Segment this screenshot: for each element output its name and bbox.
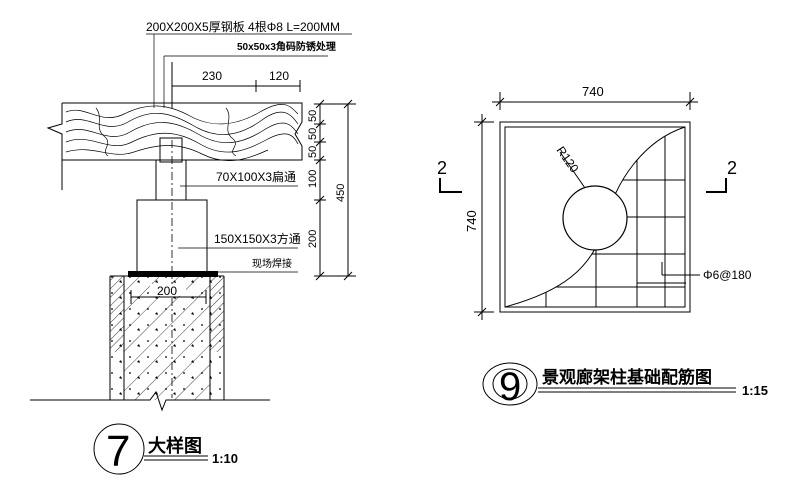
detail-7: 200X200X5厚钢板 4根Φ8 L=200MM 50x50x3角码防锈处理 … xyxy=(30,20,356,476)
dim-v-100: 100 xyxy=(307,170,319,188)
dim-tick-width-left xyxy=(495,97,505,107)
label-number-7: 7 xyxy=(106,427,130,476)
wood-grain xyxy=(65,104,299,161)
detail-circle-9-inner xyxy=(492,368,528,400)
dim-v-50-c: 50 xyxy=(307,146,319,158)
dim-footing-bg xyxy=(150,284,186,296)
dim-width: 740 xyxy=(582,84,604,99)
column-circle xyxy=(562,185,628,251)
rebar-label: Φ6@180 xyxy=(703,268,752,282)
break-line-ground xyxy=(130,390,180,412)
callout-tube-small: 70X100X3扁通 xyxy=(216,170,296,184)
section-marker-right xyxy=(706,178,727,193)
callout-weld: 现场焊接 xyxy=(252,257,292,270)
base-plate xyxy=(128,271,218,277)
footing-edge-left xyxy=(110,276,124,352)
tube-small xyxy=(155,159,187,201)
radius-leader xyxy=(559,151,586,189)
callout-plate: 200X200X5厚钢板 4根Φ8 L=200MM xyxy=(146,20,340,34)
timber-beam xyxy=(62,102,303,161)
footing-edge-right xyxy=(210,276,224,352)
label-title-9: 景观廊架柱基础配筋图 xyxy=(542,367,712,387)
steel-plate-block xyxy=(159,137,183,163)
section-label-left: 2 xyxy=(437,158,447,178)
label-scale-7: 1:10 xyxy=(212,451,238,466)
dim-v-50-b: 50 xyxy=(307,128,319,140)
dim-tick-height-top xyxy=(477,117,487,127)
detail-9: 740 740 R120 xyxy=(437,84,768,409)
dim-height: 740 xyxy=(464,210,479,232)
dim-bottom-width: 200 xyxy=(157,284,177,298)
label-title-7: 大样图 xyxy=(148,435,202,456)
dim-v-ticks xyxy=(314,99,356,281)
callout-tube-large: 150X150X3方通 xyxy=(214,231,301,246)
section-marker-left xyxy=(439,178,462,193)
label-number-9: 9 xyxy=(499,365,521,409)
radius-label: R120 xyxy=(554,144,582,176)
section-label-right: 2 xyxy=(727,158,737,178)
dim-total: 450 xyxy=(335,184,347,202)
break-line-left xyxy=(46,103,63,160)
detail-circle-9 xyxy=(482,362,538,406)
dim-top-left: 230 xyxy=(202,69,222,83)
dim-v-200: 200 xyxy=(307,230,319,248)
callout-angle: 50x50x3角码防锈处理 xyxy=(237,40,336,53)
dim-top-right: 120 xyxy=(269,69,289,83)
detail-circle-7 xyxy=(93,423,145,475)
label-scale-9: 1:15 xyxy=(742,383,768,398)
dim-tick-height-bottom xyxy=(477,307,487,317)
dim-v-50-a: 50 xyxy=(307,110,319,122)
footing-plan-outer xyxy=(499,121,691,313)
dim-tick-width-right xyxy=(685,97,695,107)
